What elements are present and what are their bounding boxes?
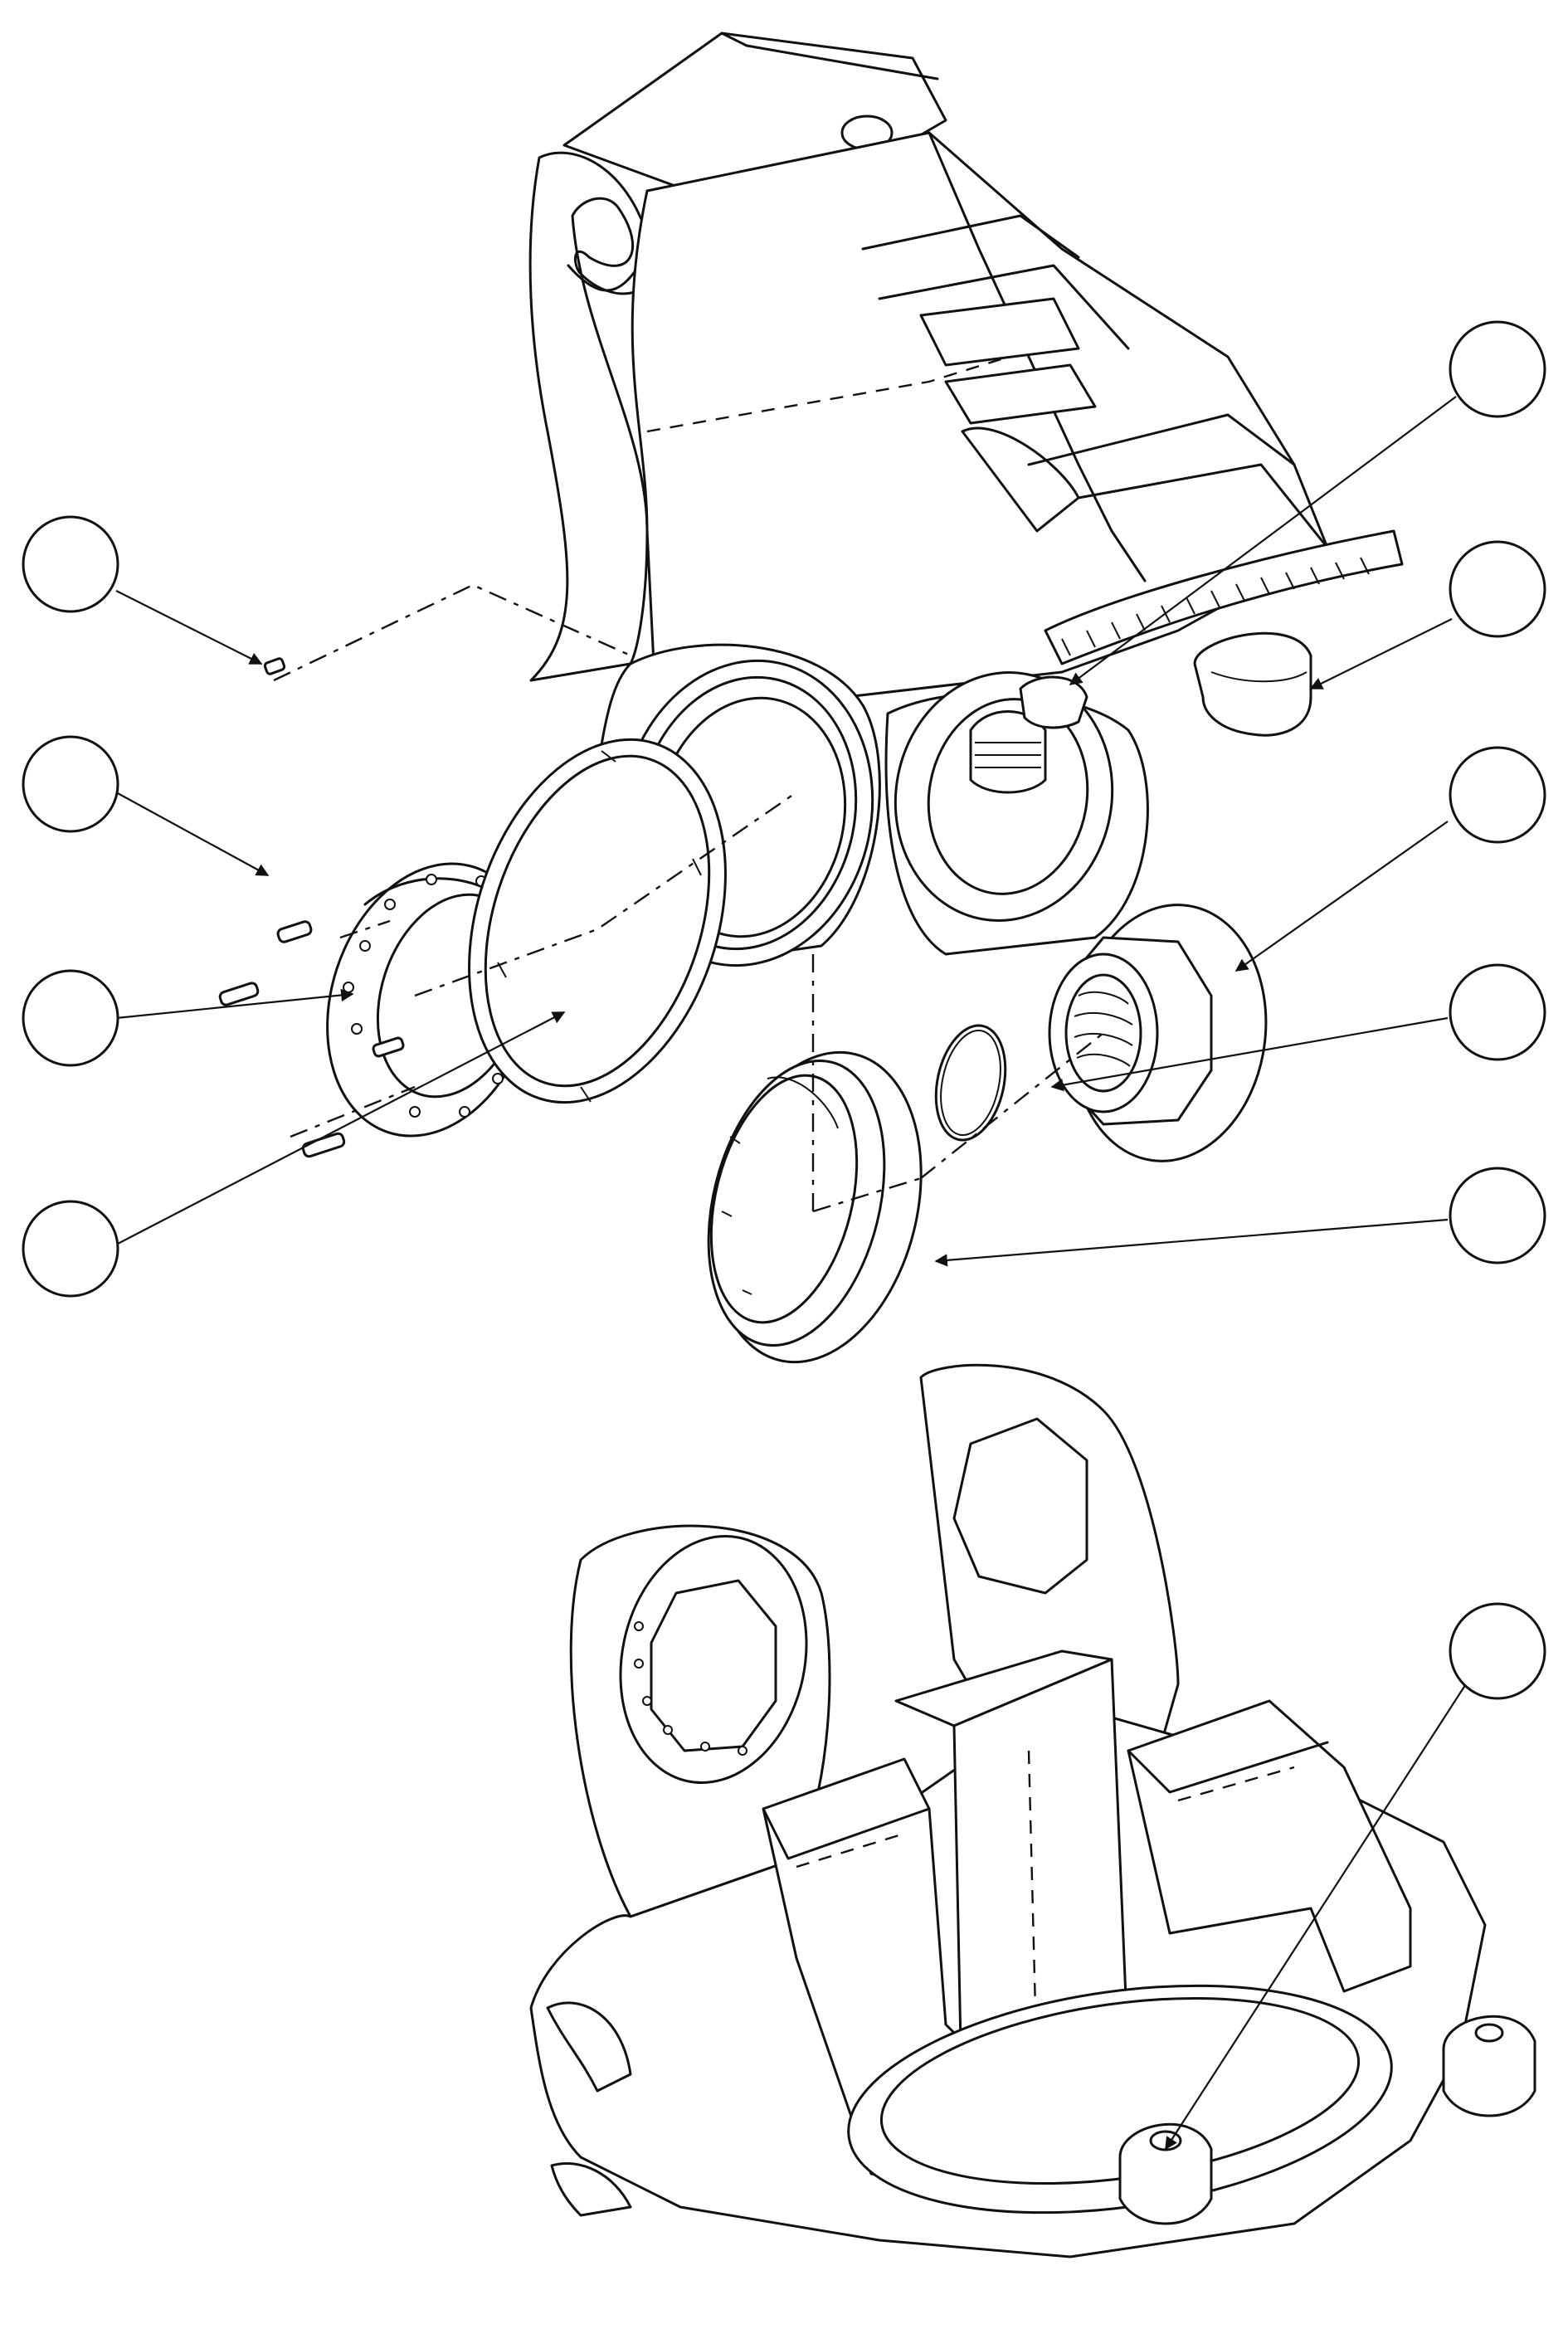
callout-8	[1449, 963, 1546, 1061]
lower-yoke	[529, 1363, 1536, 2258]
callout-6	[1449, 540, 1546, 638]
o-ring	[934, 1024, 1007, 1142]
callout-7	[1449, 746, 1546, 844]
lock-nut	[1048, 904, 1268, 1162]
callout-3	[22, 969, 119, 1067]
callout-9	[1449, 1167, 1546, 1264]
shim-ring	[468, 738, 727, 1104]
bearing-cup	[707, 1050, 923, 1364]
callout-1	[22, 515, 119, 613]
callout-10	[1449, 1602, 1546, 1700]
callout-4	[22, 1200, 119, 1298]
pins-and-bolts	[218, 657, 405, 1158]
callout-2	[22, 735, 119, 833]
leader-lines	[115, 396, 1469, 2151]
callout-5	[1449, 320, 1546, 418]
axis-lines	[273, 583, 1104, 1213]
